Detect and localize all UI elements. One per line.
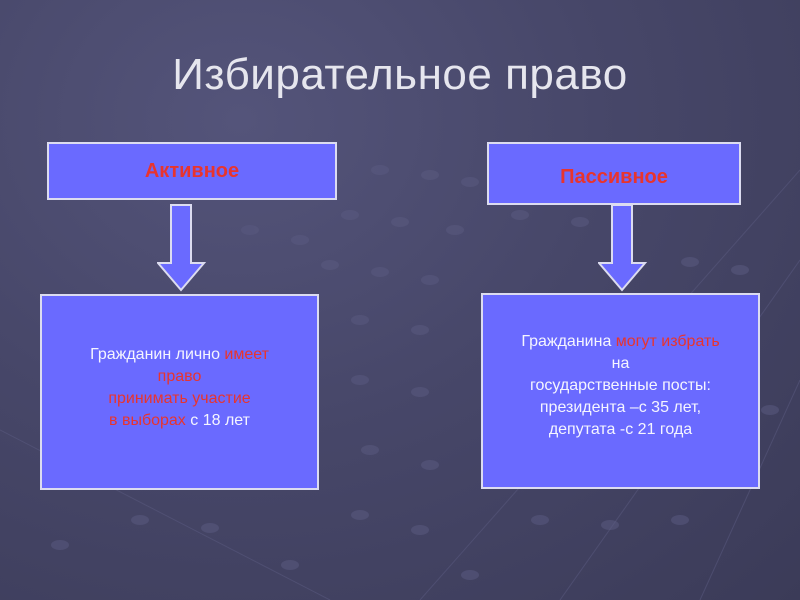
passive-right-label: Пассивное <box>560 166 668 188</box>
active-line-2: право <box>157 368 202 385</box>
down-arrow-left <box>157 204 207 292</box>
active-line-1-text: Гражданин лично <box>90 346 225 363</box>
active-right-header: Активное <box>47 142 337 200</box>
active-line-1: Гражданин лично имеет <box>42 344 317 366</box>
active-right-description: Гражданин лично имеет право принимать уч… <box>40 294 319 490</box>
passive-line-5: депутата -с 21 года <box>548 421 693 438</box>
page-title: Избирательное право <box>172 50 628 99</box>
active-line-1-highlight: имеет <box>224 346 269 363</box>
passive-right-header: Пассивное <box>487 142 741 205</box>
passive-line-1-highlight: могут избрать <box>615 333 720 350</box>
passive-line-3: государственные посты: <box>530 377 711 394</box>
down-arrow-right <box>598 204 648 292</box>
active-right-label: Активное <box>144 160 240 182</box>
active-line-4: в выборах с 18 лет <box>42 410 317 432</box>
active-line-3: принимать участие <box>108 390 251 407</box>
passive-line-2: на <box>611 355 630 372</box>
active-line-4-highlight: в выборах <box>109 412 186 429</box>
active-line-4-text: с 18 лет <box>185 412 250 429</box>
passive-line-1-text: Гражданина <box>521 333 616 350</box>
passive-line-1: Гражданина могут избрать <box>483 331 758 353</box>
passive-right-description: Гражданина могут избрать на государствен… <box>481 293 760 489</box>
passive-line-4: президента –с 35 лет, <box>539 399 702 416</box>
